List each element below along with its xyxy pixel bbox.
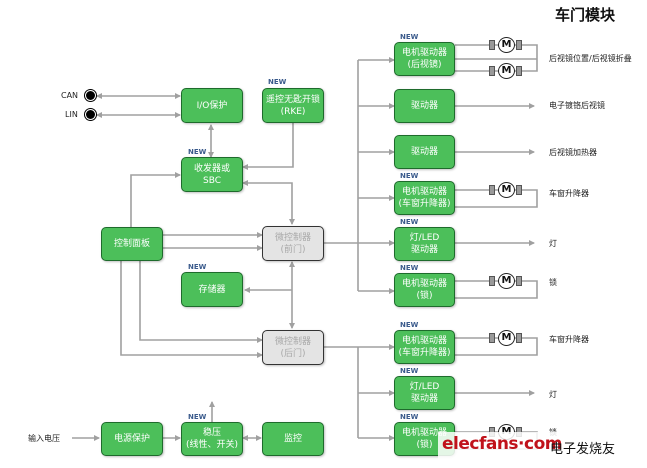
block-label: 控制面板 [113, 239, 150, 249]
input-voltage-label: 输入电压 [28, 434, 60, 443]
block-label: 电源保护 [113, 434, 150, 444]
watermark: elecfans·com 电子发烧友 [438, 432, 647, 468]
block-io-protection[interactable]: I/O保护 [181, 88, 243, 123]
motor-icon: M [489, 273, 525, 289]
block-label: 驱动器 [410, 147, 438, 157]
output-lamp-front-label: 灯 [549, 239, 557, 248]
block-label: 灯/LED [409, 382, 440, 392]
output-ec-mirror-label: 电子镀铬后视镜 [549, 101, 605, 110]
motor-icon: M [489, 37, 525, 53]
can-port-icon [86, 91, 95, 100]
new-tag: NEW [400, 264, 419, 272]
new-tag: NEW [188, 148, 207, 156]
block-label: 稳压 [202, 428, 221, 438]
can-label: CAN [61, 91, 79, 100]
new-tag: NEW [400, 321, 419, 329]
block-label: 驱动器 [410, 101, 438, 111]
block-transceiver-sbc[interactable]: 收发器或 SBC [181, 157, 243, 192]
page-title: 车门模块 [555, 6, 616, 24]
block-label: 电机驱动器 [401, 428, 447, 438]
new-tag: NEW [400, 218, 419, 226]
block-memory[interactable]: 存储器 [181, 272, 243, 307]
block-rke[interactable]: 遥控无匙开锁 (RKE) [262, 88, 324, 123]
block-label: 遥控无匙开锁 [265, 94, 320, 105]
motor-icon: M [489, 182, 525, 198]
new-tag: NEW [400, 367, 419, 375]
block-led-driver-front[interactable]: 灯/LED 驱动器 [394, 227, 455, 261]
wire-transceiver-mcu [242, 180, 295, 225]
block-label: 微控制器 [274, 336, 311, 347]
motor-icon: M [489, 330, 525, 346]
new-tag: NEW [400, 33, 419, 41]
block-label-sub: (车窗升降器) [398, 199, 451, 209]
block-power-protection[interactable]: 电源保护 [101, 422, 163, 456]
motor-icon: M [489, 63, 525, 79]
lin-port-icon [86, 110, 95, 119]
new-tag: NEW [400, 413, 419, 421]
block-label: 灯/LED [409, 233, 440, 243]
block-label: 收发器或 [193, 163, 230, 174]
wire-rke-transceiver [242, 123, 294, 170]
wire-panel-mcu-rear-1 [139, 260, 263, 343]
block-label-sub: (锁) [416, 291, 433, 301]
new-tag: NEW [188, 263, 207, 271]
block-mcu-front[interactable]: 微控制器 (前门) [262, 226, 324, 261]
block-regulator[interactable]: 稳压 (线性、开关) [181, 422, 243, 456]
output-heater-label: 后视镜加热器 [549, 148, 597, 157]
new-tag: NEW [188, 413, 207, 421]
block-label-sub: SBC [202, 175, 221, 186]
block-label-sub: (前门) [280, 244, 306, 255]
block-label-sub: (后视镜) [407, 60, 442, 70]
output-lamp-rear-label: 灯 [549, 390, 557, 399]
new-tag: NEW [268, 78, 287, 86]
block-label: 电机驱动器 [401, 279, 447, 289]
block-control-panel[interactable]: 控制面板 [101, 227, 163, 261]
new-tag: NEW [400, 172, 419, 180]
block-driver-ec-mirror[interactable]: 驱动器 [394, 89, 455, 123]
watermark-en: elecfans·com [442, 434, 562, 454]
block-driver-heater[interactable]: 驱动器 [394, 135, 455, 169]
watermark-cn: 电子发烧友 [550, 442, 616, 457]
block-label: 微控制器 [274, 232, 311, 243]
block-led-driver-rear[interactable]: 灯/LED 驱动器 [394, 376, 455, 410]
output-window-rear-label: 车窗升降器 [549, 335, 589, 344]
block-monitor[interactable]: 监控 [262, 422, 324, 456]
block-label-sub: (RKE) [280, 106, 306, 117]
output-lock-front-label: 锁 [549, 278, 557, 287]
block-motor-driver-lock-front[interactable]: 电机驱动器 (锁) [394, 273, 455, 307]
block-label-sub: (后门) [280, 348, 306, 359]
block-label: 存储器 [198, 284, 226, 295]
block-label: 监控 [283, 434, 302, 444]
block-label: I/O保护 [196, 100, 228, 111]
output-mirror-label: 后视镜位置/后视镜折叠 [549, 54, 632, 63]
block-label-sub: (线性、开关) [185, 440, 239, 450]
block-label: 电机驱动器 [401, 187, 447, 197]
block-motor-driver-mirror[interactable]: 电机驱动器 (后视镜) [394, 42, 455, 76]
output-window-front-label: 车窗升降器 [549, 189, 589, 198]
wire-panel-mcu-rear-2 [120, 260, 263, 358]
block-motor-driver-window-rear[interactable]: 电机驱动器 (车窗升降器) [394, 330, 455, 364]
lin-label: LIN [65, 110, 78, 119]
block-label: 电机驱动器 [401, 336, 447, 346]
block-label-sub: (锁) [416, 440, 433, 450]
block-label-sub: 驱动器 [410, 394, 438, 404]
block-mcu-rear[interactable]: 微控制器 (后门) [262, 330, 324, 365]
block-label-sub: 驱动器 [410, 245, 438, 255]
block-label: 电机驱动器 [401, 48, 447, 58]
wire-panel-transceiver [130, 172, 181, 228]
block-label-sub: (车窗升降器) [398, 348, 451, 358]
block-motor-driver-window-front[interactable]: 电机驱动器 (车窗升降器) [394, 181, 455, 215]
